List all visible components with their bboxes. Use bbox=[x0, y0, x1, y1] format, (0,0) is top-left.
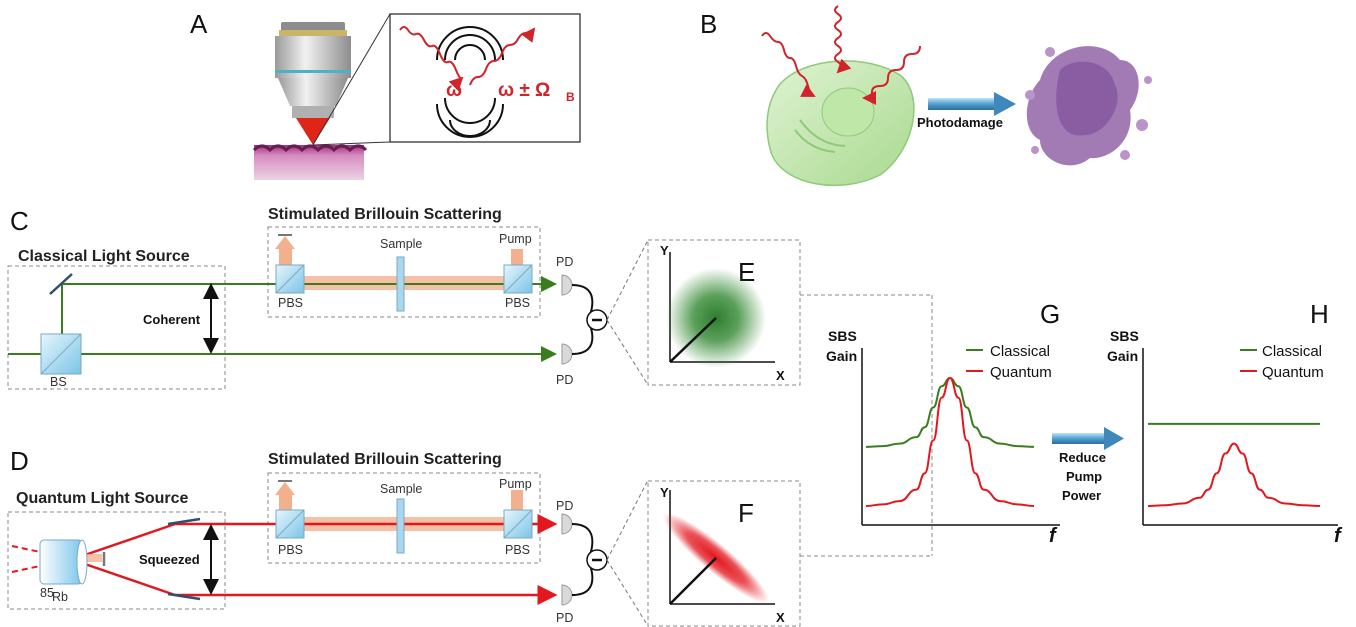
sbs-title-c: Stimulated Brillouin Scattering bbox=[268, 206, 502, 223]
pd-top-label-d: PD bbox=[556, 499, 573, 513]
chart-g-series-quantum bbox=[865, 376, 1035, 507]
reduce-label-2: Pump bbox=[1066, 469, 1102, 484]
pbs-right-label-d: PBS bbox=[505, 543, 530, 557]
omega-shift-label: ω ± Ω bbox=[498, 80, 550, 101]
sbs-title-d: Stimulated Brillouin Scattering bbox=[268, 451, 502, 468]
photodamage-label: Photodamage bbox=[917, 115, 1003, 130]
chart-h-ylabel-1: SBS bbox=[1110, 328, 1139, 344]
mirror-bottom-d bbox=[167, 592, 201, 601]
squeezed-label: Squeezed bbox=[139, 552, 200, 567]
rb-isotope-label: 85 bbox=[40, 586, 54, 600]
panel-label-c: C bbox=[10, 206, 29, 236]
sample-c bbox=[396, 256, 405, 312]
rb-vapor-cell bbox=[39, 539, 83, 585]
pbs-left-label-d: PBS bbox=[278, 543, 303, 557]
classical-setup: Classical Light Source Stimulated Brillo… bbox=[7, 206, 649, 390]
chart-h: SBS Gain f Classical Quantum bbox=[1107, 328, 1343, 547]
chart-h-xlabel: f bbox=[1334, 525, 1343, 547]
panel-label-d: D bbox=[10, 446, 29, 476]
reduce-label-3: Power bbox=[1062, 488, 1101, 503]
healthy-cell-illustration bbox=[761, 5, 921, 187]
quantum-source-title: Quantum Light Source bbox=[16, 490, 189, 507]
reduce-label-1: Reduce bbox=[1059, 450, 1106, 465]
chart-h-ylabel-2: Gain bbox=[1107, 348, 1138, 364]
reduce-pump-arrow: Reduce Pump Power bbox=[1052, 427, 1124, 503]
panel-label-g: G bbox=[1040, 299, 1060, 329]
quantum-source-box bbox=[7, 511, 226, 610]
pump-label-d: Pump bbox=[499, 477, 532, 491]
classical-source-box bbox=[7, 265, 226, 390]
omega-label: ω bbox=[446, 80, 462, 101]
bs-label: BS bbox=[50, 375, 67, 389]
chart-g-ylabel-1: SBS bbox=[828, 328, 857, 344]
panel-label-b: B bbox=[700, 9, 717, 39]
photodamage-arrow: Photodamage bbox=[917, 92, 1016, 130]
photodiode-bottom-d bbox=[561, 584, 573, 606]
panel-label-f: F bbox=[738, 498, 754, 528]
classical-source-title: Classical Light Source bbox=[18, 248, 190, 265]
pd-bottom-label-c: PD bbox=[556, 373, 573, 387]
mirror-c bbox=[49, 273, 73, 295]
panel-label-h: H bbox=[1310, 299, 1329, 329]
brillouin-scattering-inset: ω ω ± Ω B bbox=[312, 13, 581, 146]
omega-subscript: B bbox=[566, 90, 575, 104]
sample-d bbox=[396, 498, 405, 554]
sample-label-c: Sample bbox=[380, 237, 422, 251]
chart-g-series-classical bbox=[865, 376, 1035, 448]
pbs-right-label-c: PBS bbox=[505, 296, 530, 310]
photodiode-top-c bbox=[561, 274, 573, 296]
mirror-top-d bbox=[167, 517, 201, 526]
sample-label-d: Sample bbox=[380, 482, 422, 496]
coherent-label: Coherent bbox=[143, 312, 201, 327]
y-axis-label-f: Y bbox=[660, 485, 669, 500]
chart-g-ylabel-2: Gain bbox=[826, 348, 857, 364]
x-axis-label-f: X bbox=[776, 610, 785, 625]
photodiode-top-d bbox=[561, 513, 573, 535]
chart-h-series-quantum bbox=[1147, 442, 1321, 507]
chart-h-legend-quantum: Quantum bbox=[1262, 364, 1324, 381]
damaged-cell-illustration bbox=[1025, 46, 1152, 166]
phase-space-coherent: Y X bbox=[647, 239, 801, 386]
panel-label-a: A bbox=[190, 9, 208, 39]
sbs-box-c bbox=[267, 226, 541, 318]
phase-space-squeezed: Y X bbox=[647, 480, 801, 627]
chart-g-xlabel: f bbox=[1049, 525, 1058, 547]
pump-label-c: Pump bbox=[499, 232, 532, 246]
quantum-setup: Quantum Light Source Stimulated Brilloui… bbox=[7, 451, 649, 627]
pd-top-label-c: PD bbox=[556, 255, 573, 269]
y-axis-label-e: Y bbox=[660, 243, 669, 258]
photodiode-bottom-c bbox=[561, 343, 573, 365]
pbs-left-label-c: PBS bbox=[278, 296, 303, 310]
chart-g-legend-quantum: Quantum bbox=[990, 364, 1052, 381]
microscope-objective-illustration bbox=[252, 22, 368, 180]
rb-label: Rb bbox=[52, 590, 68, 604]
x-axis-label-e: X bbox=[776, 368, 785, 383]
chart-h-legend-classical: Classical bbox=[1262, 343, 1322, 360]
pd-bottom-label-d: PD bbox=[556, 611, 573, 625]
chart-g: SBS Gain f Classical Quantum bbox=[826, 328, 1060, 547]
chart-g-legend-classical: Classical bbox=[990, 343, 1050, 360]
